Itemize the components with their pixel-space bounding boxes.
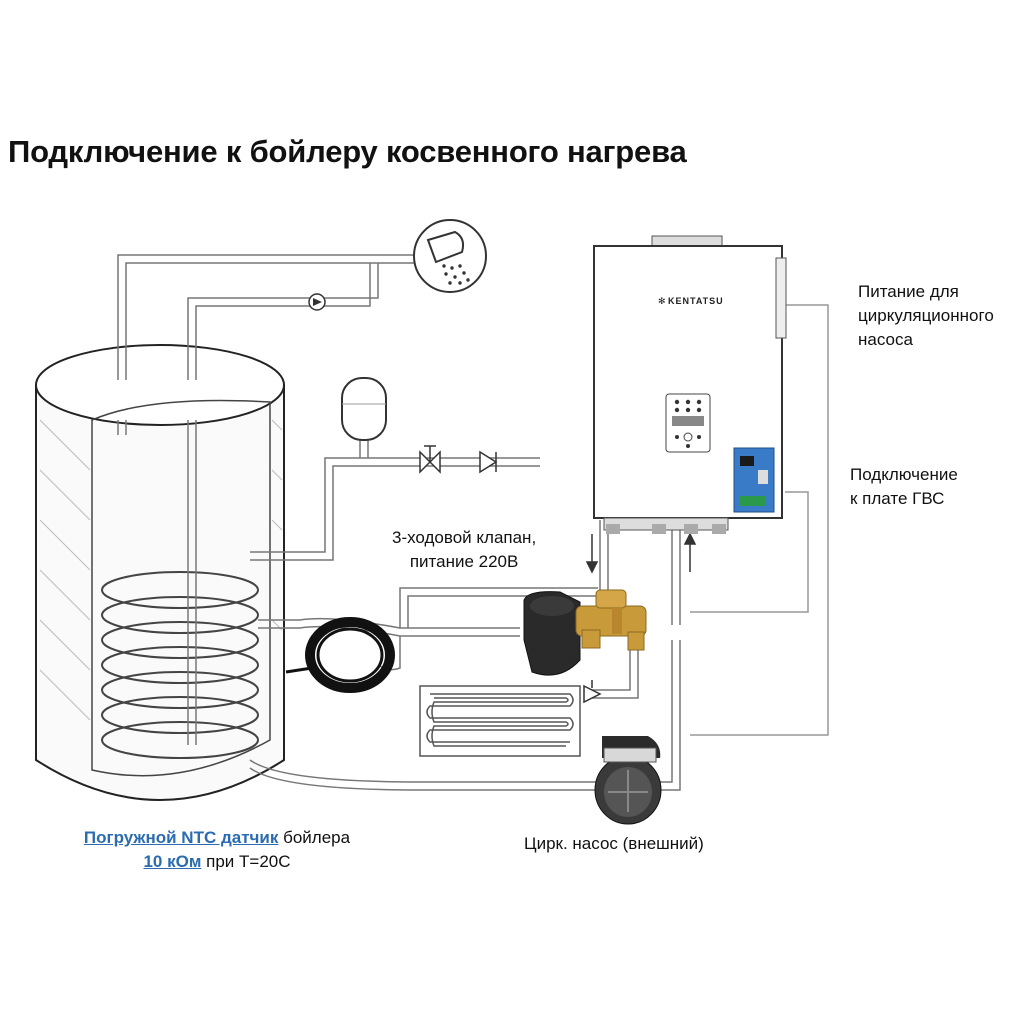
label-ntc-sensor: Погружной NTC датчик бойлера 10 кОм при … <box>54 826 380 874</box>
circulation-pump <box>594 736 662 825</box>
label-circulation-pump: Цирк. насос (внешний) <box>524 834 704 853</box>
label-three-way-valve: 3-ходовой клапан, питание 220В <box>392 526 536 574</box>
label-line: циркуляционного <box>858 306 994 325</box>
shower-icon <box>413 219 487 293</box>
label-line: насоса <box>858 330 913 349</box>
svg-text:✻: ✻ <box>658 296 667 306</box>
radiator-icon <box>419 685 581 757</box>
recirculation-pump-icon <box>308 293 326 311</box>
ntc-sensor-cable <box>285 617 395 693</box>
page-title: Подключение к бойлеру косвенного нагрева <box>8 134 687 169</box>
storage-tank <box>35 344 285 801</box>
sensor-value-text: при T=20C <box>201 852 291 871</box>
sensor-text: бойлера <box>278 828 351 847</box>
label-line: Подключение <box>850 465 958 484</box>
heat-exchanger-coil <box>101 571 259 759</box>
label-line: 3-ходовой клапан, <box>392 528 537 547</box>
label-pump-power: Питание для циркуляционного насоса <box>858 280 994 352</box>
label-line: питание 220В <box>409 552 519 571</box>
tank-hatching <box>39 419 283 721</box>
wall-boiler: ✻ KENTATSU <box>593 235 787 534</box>
label-line: к плате ГВС <box>850 489 945 508</box>
label-line: Питание для <box>858 282 959 301</box>
label-dhw-board: Подключение к плате ГВС <box>850 463 958 511</box>
ntc-sensor-link[interactable]: Погружной NTC датчик <box>83 828 279 847</box>
flow-arrows <box>585 532 697 574</box>
boiler-brand: KENTATSU <box>668 296 724 306</box>
expansion-tank-icon <box>341 377 387 441</box>
three-way-valve <box>523 589 647 676</box>
sensor-value-link[interactable]: 10 кОм <box>143 852 202 871</box>
check-valve-icon <box>479 450 498 474</box>
radiator-check-valve-icon <box>583 680 602 704</box>
shutoff-valve-icon <box>419 445 441 474</box>
